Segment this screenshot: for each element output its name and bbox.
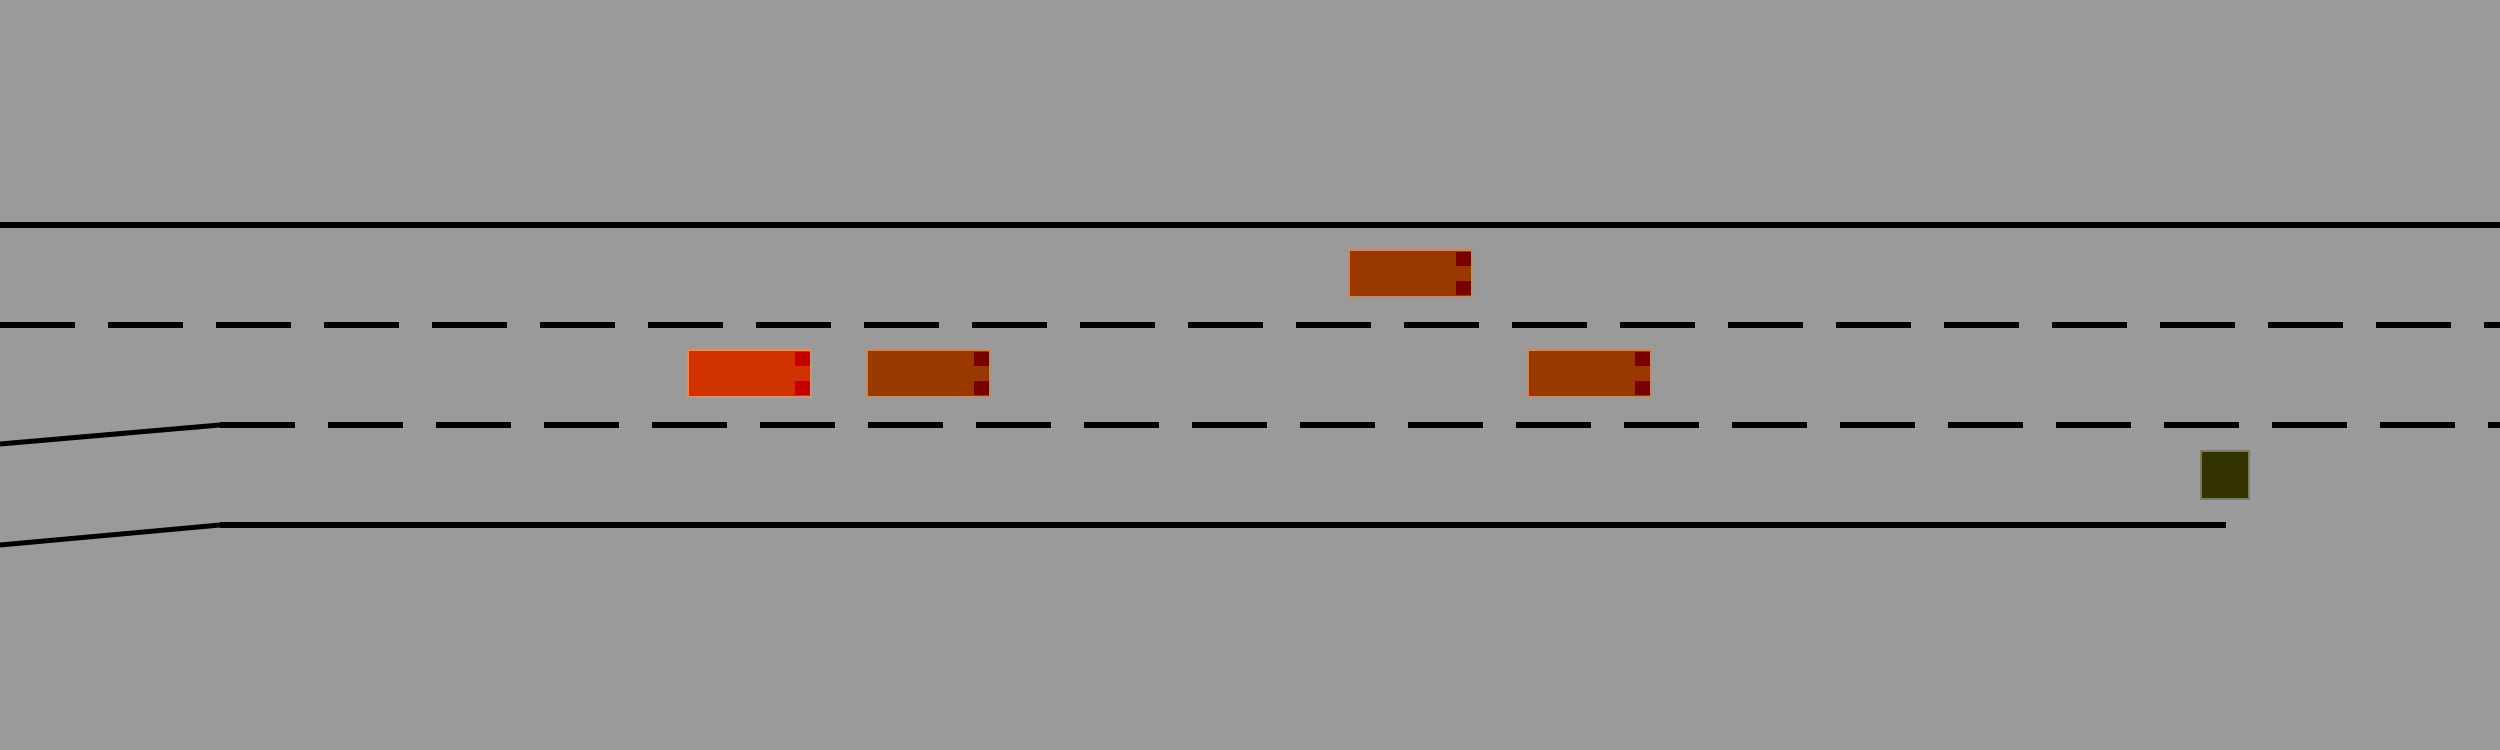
vehicle-headlight	[974, 352, 989, 366]
vehicle-ego	[687, 349, 812, 398]
vehicle-headlight	[974, 381, 989, 395]
vehicle-body	[687, 349, 812, 398]
lane-markings	[0, 222, 2500, 548]
vehicle-body	[1527, 349, 1652, 398]
vehicle-headlight	[1635, 352, 1650, 366]
vehicle-2	[1348, 249, 1473, 298]
vehicle-headlight	[1456, 281, 1471, 295]
vehicle-headlight	[1635, 381, 1650, 395]
merge-entry-lower	[0, 522, 221, 548]
vehicle-headlight	[1456, 252, 1471, 266]
vehicle-1	[866, 349, 991, 398]
vehicle-body	[1348, 249, 1473, 298]
vehicle-headlight	[795, 381, 810, 395]
merge-entry-upper	[0, 422, 221, 447]
obstacle-block	[2200, 450, 2250, 500]
vehicle-3	[1527, 349, 1652, 398]
vehicle-headlight	[795, 352, 810, 366]
vehicle-body	[866, 349, 991, 398]
